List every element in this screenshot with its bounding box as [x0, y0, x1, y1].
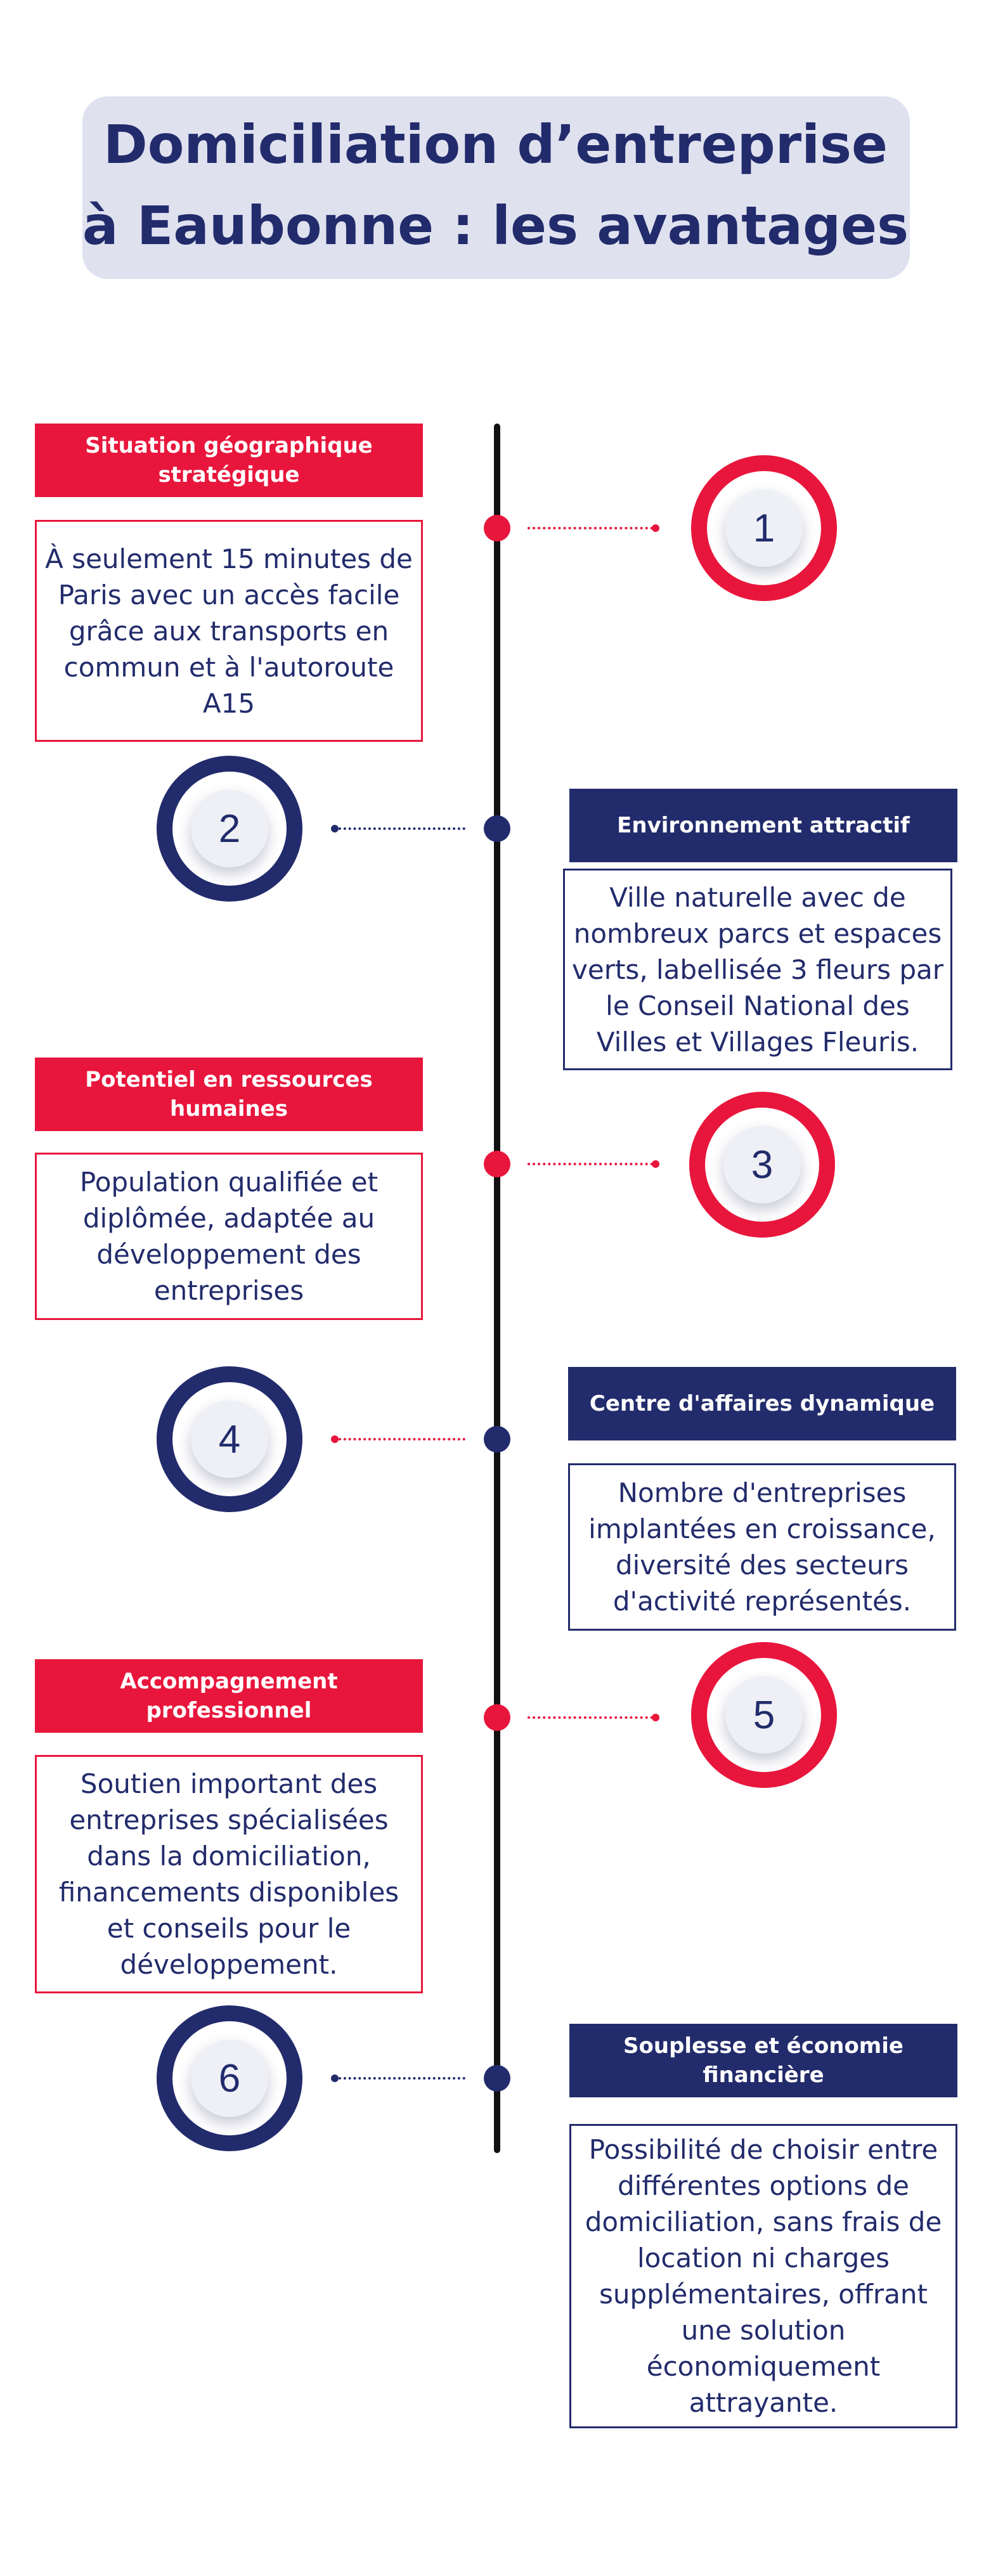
- step-1-connector: [528, 527, 653, 529]
- step-6-connector: [339, 2077, 465, 2080]
- step-5-number-badge: 5: [691, 1642, 837, 1788]
- step-3-connector-end: [652, 1160, 659, 1168]
- step-2-connector: [339, 827, 465, 830]
- step-2-heading: Environnement attractif: [569, 789, 957, 862]
- step-3-number: 3: [723, 1126, 801, 1203]
- step-1-number-badge: 1: [691, 455, 837, 601]
- step-6-connector-end: [331, 2074, 339, 2082]
- step-1-heading: Situation géographique stratégique: [35, 424, 423, 497]
- step-5-timeline-dot: [484, 1704, 510, 1731]
- step-4-connector: [339, 1438, 465, 1440]
- timeline-spine: [494, 424, 500, 2153]
- step-3-timeline-dot: [484, 1151, 510, 1177]
- step-6-heading: Souplesse et économie financière: [569, 2024, 957, 2097]
- step-4-description: Nombre d'entreprises implantées en crois…: [568, 1463, 956, 1631]
- step-1-connector-end: [652, 524, 659, 532]
- step-4-connector-end: [331, 1435, 339, 1443]
- title-banner: [82, 96, 910, 279]
- step-4-heading: Centre d'affaires dynamique: [568, 1367, 956, 1440]
- step-3-number-badge: 3: [689, 1092, 835, 1238]
- step-1-timeline-dot: [484, 515, 510, 541]
- step-3-connector: [528, 1163, 653, 1165]
- step-3-heading: Potentiel en ressources humaines: [35, 1058, 423, 1131]
- step-5-number: 5: [725, 1676, 803, 1754]
- step-4-number: 4: [191, 1401, 268, 1478]
- step-2-description: Ville naturelle avec de nombreux parcs e…: [563, 869, 952, 1070]
- step-1-number: 1: [725, 489, 803, 567]
- page-title-line-2: à Eaubonne : les avantages: [82, 195, 909, 257]
- step-5-description: Soutien important des entreprises spécia…: [35, 1755, 423, 1993]
- step-5-connector-end: [652, 1714, 659, 1721]
- step-6-number-badge: 6: [157, 2005, 302, 2151]
- step-2-number: 2: [191, 790, 268, 867]
- step-6-number: 6: [191, 2040, 268, 2117]
- page-title-line-1: Domiciliation d’entreprise: [103, 113, 888, 176]
- step-2-timeline-dot: [484, 815, 510, 842]
- step-2-number-badge: 2: [157, 756, 302, 902]
- step-5-connector: [528, 1716, 653, 1719]
- step-6-description: Possibilité de choisir entre différentes…: [569, 2124, 957, 2428]
- step-6-timeline-dot: [484, 2065, 510, 2092]
- step-1-description: À seulement 15 minutes de Paris avec un …: [35, 520, 423, 742]
- step-3-description: Population qualifiée et diplômée, adapté…: [35, 1153, 423, 1320]
- step-2-connector-end: [331, 825, 339, 832]
- step-5-heading: Accompagnement professionnel: [35, 1659, 423, 1733]
- step-4-number-badge: 4: [157, 1366, 302, 1512]
- step-4-timeline-dot: [484, 1426, 510, 1453]
